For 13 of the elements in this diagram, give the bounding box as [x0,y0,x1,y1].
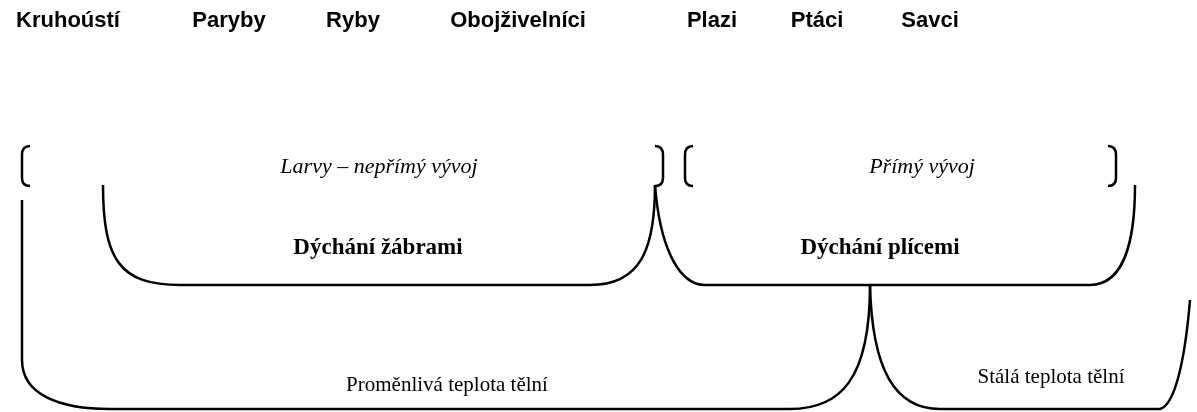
group-label: Larvy – nepřímý vývoj [280,152,478,180]
group-label: Dýchání plícemi [800,232,960,261]
class-name: Kruhoústí [16,6,120,34]
class-name: Paryby [192,6,266,34]
class-name: Obojživelníci [450,6,586,34]
class-name: Ptáci [790,6,844,34]
group-label: Přímý vývoj [869,152,975,180]
class-name: Savci [901,6,959,34]
class-name: Ryby [326,6,380,34]
group-label: Stálá teplota tělní [977,362,1125,390]
class-name: Plazi [686,6,738,34]
group-label: Dýchání žábrami [293,232,463,261]
group-label: Proměnlivá teplota tělní [346,370,548,398]
